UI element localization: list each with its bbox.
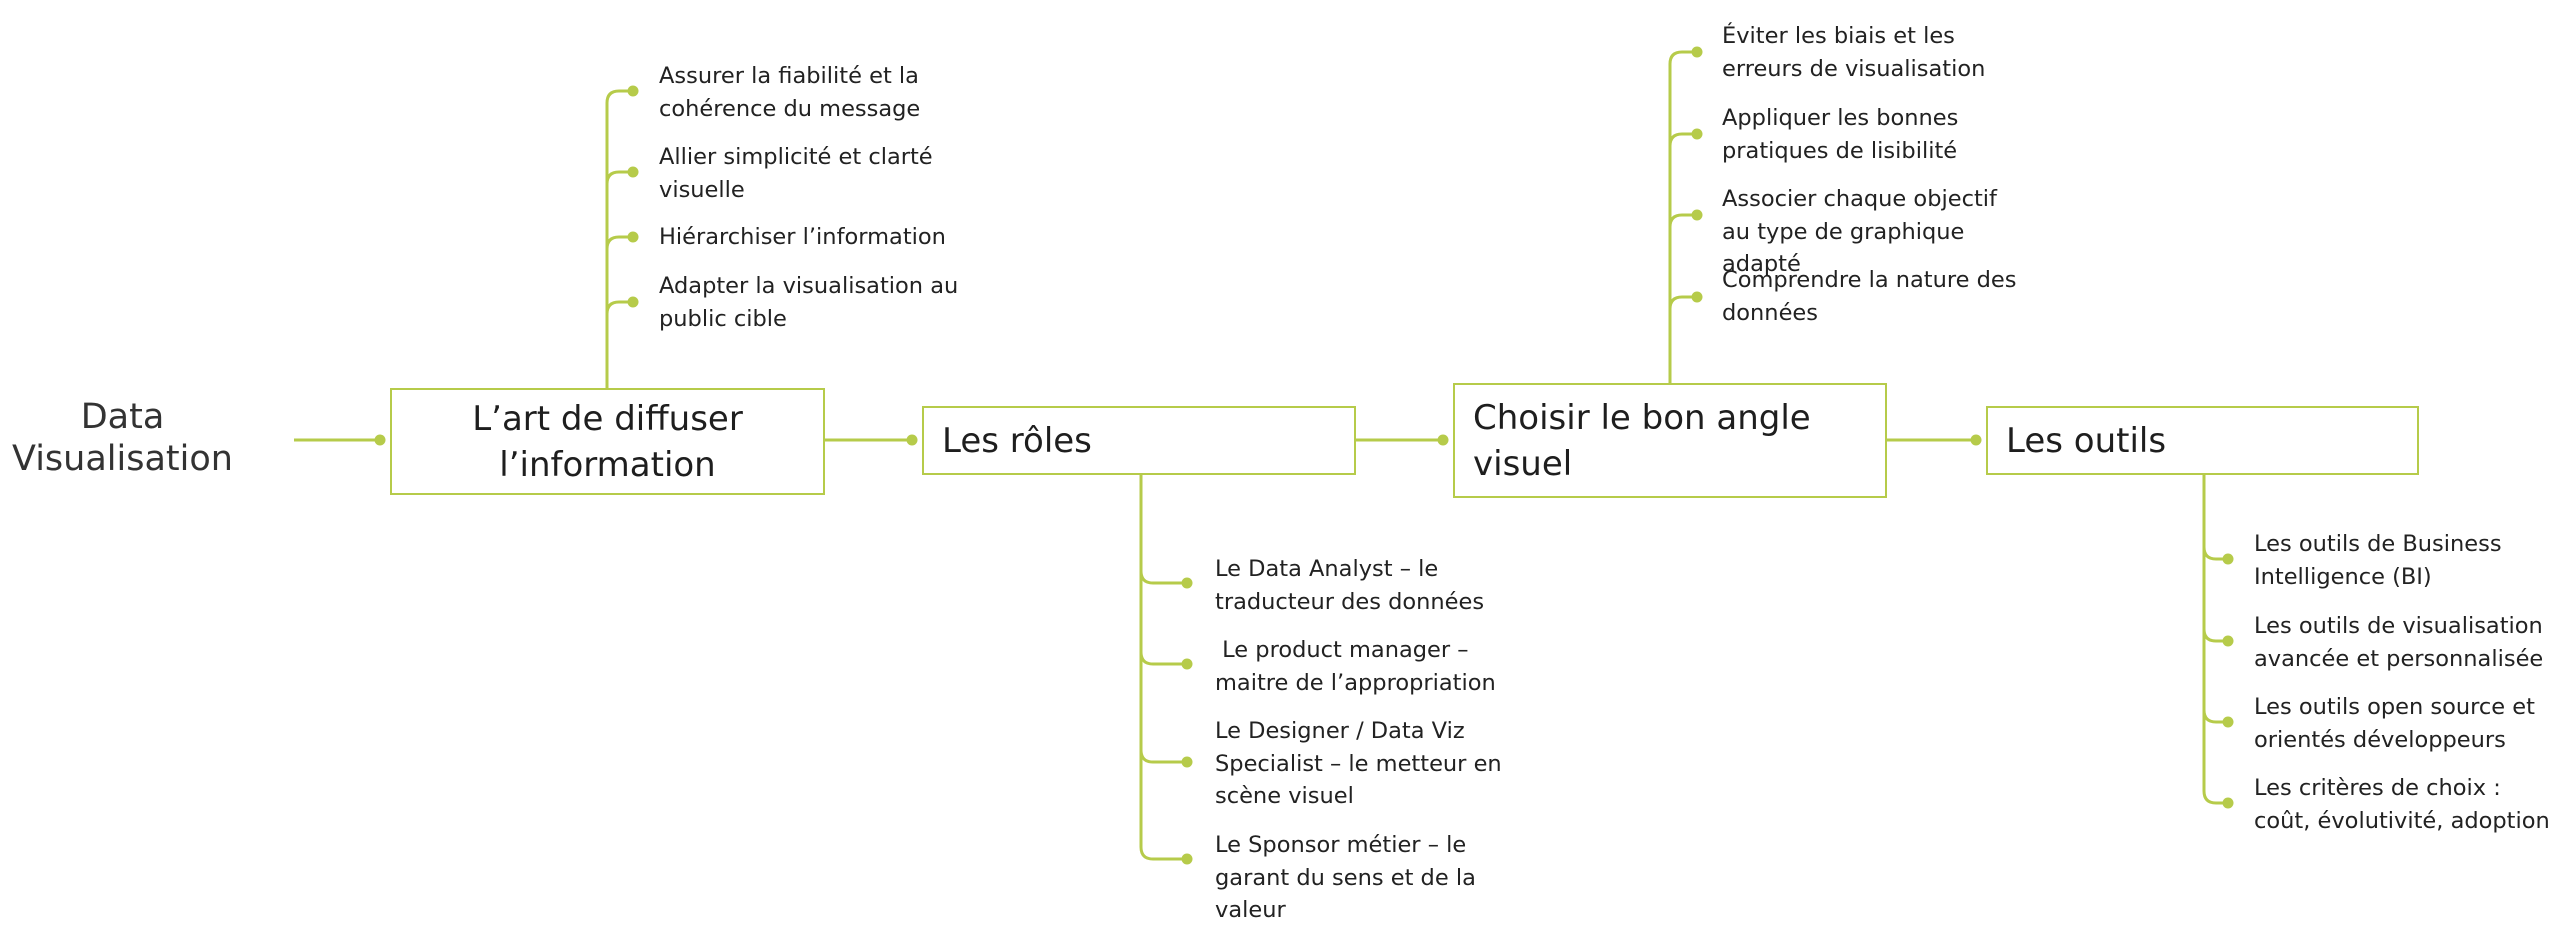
subtopic-hierarchiser[interactable]: Hiérarchiser l’information [659,224,946,250]
branch-elbow-3-3 [2202,790,2228,805]
branch-elbow-2-1 [1668,132,1697,147]
branch-dot-2-0 [1691,46,1703,58]
subtopic-eviter-biais[interactable]: Éviter les biais et les erreurs de visua… [1722,23,1986,82]
branch-elbow-0-0 [605,89,633,104]
subtopic-data-analyst[interactable]: Le Data Analyst – le traducteur des donn… [1215,556,1485,615]
main-connector-dot-0 [374,434,386,446]
branch-elbow-2-0 [1668,50,1697,65]
subtopic-outils-bi[interactable]: Les outils de Business Intelligence (BI) [2254,531,2502,590]
root-topic-label[interactable]: Data Visualisation [12,397,233,479]
topic-choisir-angle-visuel[interactable]: Choisir le bon angle visuel [1453,383,1887,498]
branch-elbow-3-2 [2202,709,2228,724]
subtopic-outils-open-source[interactable]: Les outils open source et orientés dével… [2254,694,2535,753]
branch-elbow-0-2 [605,235,633,250]
subtopic-product-manager[interactable]: Le product manager – maitre de l’appropr… [1215,637,1496,696]
topic-art-de-diffuser[interactable]: L’art de diffuser l’information [390,388,825,495]
subtopic-simplicite[interactable]: Allier simplicité et clarté visuelle [659,144,933,203]
branch-dot-3-3 [2222,797,2234,809]
subtopic-fiabilite[interactable]: Assurer la fiabilité et la cohérence du … [659,63,921,122]
branch-elbow-1-1 [1139,651,1187,666]
main-connector-dot-3 [1970,434,1982,446]
branch-dot-1-2 [1181,756,1193,768]
branch-dot-1-1 [1181,658,1193,670]
branch-elbow-3-0 [2202,546,2228,561]
subtopic-outils-visualisation[interactable]: Les outils de visualisation avancée et p… [2254,613,2544,672]
subtopic-public-cible[interactable]: Adapter la visualisation au public cible [659,273,959,332]
branch-dot-0-0 [627,85,639,97]
branch-dot-2-3 [1691,291,1703,303]
branch-dot-1-0 [1181,577,1193,589]
branch-dot-1-3 [1181,853,1193,865]
branch-dot-2-2 [1691,209,1703,221]
branch-dot-0-2 [627,231,639,243]
branch-dot-3-1 [2222,635,2234,647]
subtopic-bonnes-pratiques[interactable]: Appliquer les bonnes pratiques de lisibi… [1722,105,1959,164]
subtopic-sponsor[interactable]: Le Sponsor métier – le garant du sens et… [1215,832,1476,923]
branch-dot-3-0 [2222,553,2234,565]
main-connector-dot-2 [1437,434,1449,446]
branch-elbow-2-3 [1668,295,1697,310]
subtopic-designer[interactable]: Le Designer / Data Viz Specialist – le m… [1215,718,1502,809]
branch-elbow-0-3 [605,300,633,315]
topic-les-roles[interactable]: Les rôles [922,406,1356,475]
branch-elbow-1-2 [1139,749,1187,764]
main-connector-dot-1 [906,434,918,446]
branch-elbow-3-1 [2202,628,2228,643]
branch-dot-3-2 [2222,716,2234,728]
branch-dot-0-1 [627,166,639,178]
branch-dot-2-1 [1691,128,1703,140]
branch-elbow-1-0 [1139,570,1187,585]
branch-elbow-2-2 [1668,213,1697,228]
branch-elbow-0-1 [605,170,633,185]
subtopic-objectif-graphique[interactable]: Associer chaque objectif au type de grap… [1722,186,1997,277]
subtopic-nature-donnees[interactable]: Comprendre la nature des données [1722,267,2017,326]
subtopic-criteres-choix[interactable]: Les critères de choix : coût, évolutivit… [2254,775,2550,834]
branch-dot-0-3 [627,296,639,308]
branch-elbow-1-3 [1139,846,1187,861]
topic-les-outils[interactable]: Les outils [1986,406,2419,475]
